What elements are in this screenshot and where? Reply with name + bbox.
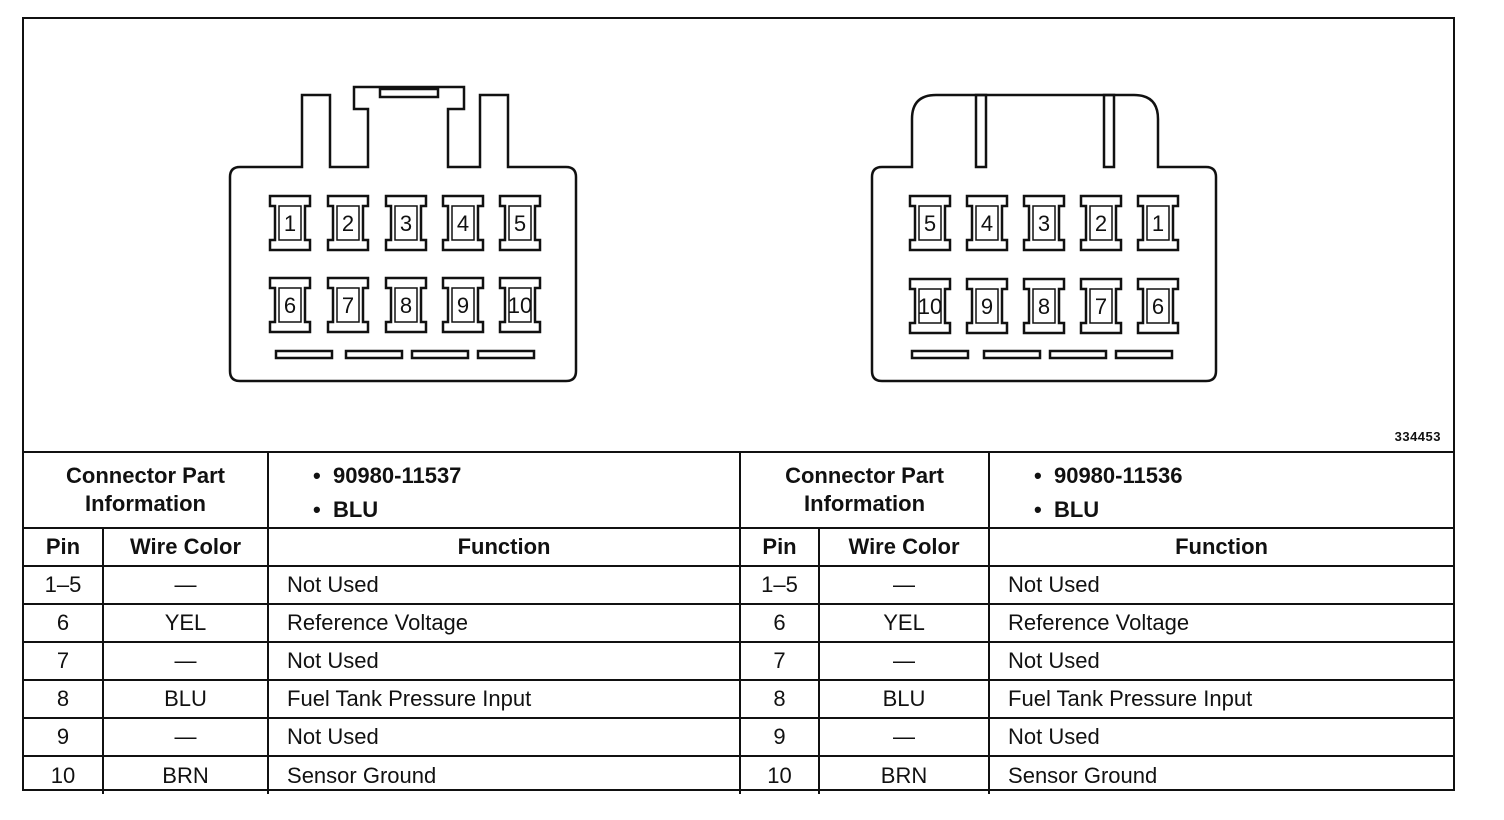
- pin-cavity: 8: [1022, 277, 1066, 335]
- pin-number: 6: [284, 293, 296, 318]
- connector-color: BLU: [332, 497, 379, 522]
- connector-info-values-left: • 90980-11537 • BLU: [267, 453, 742, 529]
- pin-cavity: 6: [268, 276, 312, 334]
- table-row: 1–5 — Not Used 1–5 — Not Used: [24, 565, 1454, 605]
- pin-cavity: 5: [498, 194, 542, 252]
- pin-number: 6: [1152, 294, 1164, 319]
- function-header: Function: [267, 527, 742, 567]
- diagram-frame: 1 2 3 4 5 6 7 8 9 10 5 4 3 2 1 10 9 8 7 6 334453: [22, 17, 1455, 794]
- pin-header: Pin: [24, 527, 104, 567]
- figure-id: 334453: [1394, 429, 1441, 444]
- pin-number: 5: [924, 211, 936, 236]
- pin-number: 1: [1152, 211, 1164, 236]
- connector-drawing: 1 2 3 4 5 6 7 8 9 10 5 4 3 2 1 10 9 8 7 6: [228, 85, 1218, 383]
- pin-cavity: 3: [1022, 194, 1066, 252]
- pin-cavity: 4: [441, 194, 485, 252]
- pin-number: 9: [981, 294, 993, 319]
- connector-right: [870, 93, 1218, 383]
- right-connector-pins: 5 4 3 2 1 10 9 8 7 6: [908, 194, 1180, 335]
- pin-cavity: 5: [908, 194, 952, 252]
- pin-cavity: 8: [384, 276, 428, 334]
- connector-info-row: Connector Part Information • 90980-11537…: [24, 453, 1454, 529]
- pin-number: 10: [508, 293, 532, 318]
- pin-cavity: 10: [908, 277, 952, 335]
- pin-number: 5: [514, 211, 526, 236]
- pin-cavity: 1: [1136, 194, 1180, 252]
- wire-color-header: Wire Color: [818, 527, 991, 567]
- pin-number: 1: [284, 211, 296, 236]
- pin-number: 4: [981, 211, 993, 236]
- pin-number: 10: [918, 294, 942, 319]
- pin-cavity: 9: [441, 276, 485, 334]
- pin-number: 7: [1095, 294, 1107, 319]
- pin-cavity: 7: [326, 276, 370, 334]
- pin-cavity: 2: [1079, 194, 1123, 252]
- pin-cavity: 7: [1079, 277, 1123, 335]
- connector-diagram: 1 2 3 4 5 6 7 8 9 10 5 4 3 2 1 10 9 8 7 6 334453: [24, 19, 1453, 449]
- pin-cavity: 9: [965, 277, 1009, 335]
- left-connector-pins: 1 2 3 4 5 6 7 8 9 10: [268, 194, 542, 334]
- connector-info-values-right: • 90980-11536 • BLU: [988, 453, 1454, 529]
- table-row: 10 BRN Sensor Ground 10 BRN Sensor Groun…: [24, 755, 1454, 794]
- pin-cavity: 3: [384, 194, 428, 252]
- table-row: 9 — Not Used 9 — Not Used: [24, 717, 1454, 757]
- pin-number: 7: [342, 293, 354, 318]
- pinout-table: Connector Part Information • 90980-11537…: [24, 453, 1454, 794]
- function-header: Function: [988, 527, 1454, 567]
- pin-number: 9: [457, 293, 469, 318]
- wire-color-header: Wire Color: [101, 527, 270, 567]
- pin-header: Pin: [739, 527, 821, 567]
- table-row: 8 BLU Fuel Tank Pressure Input 8 BLU Fue…: [24, 679, 1454, 719]
- pin-number: 3: [400, 211, 412, 236]
- pin-number: 4: [457, 211, 469, 236]
- pin-cavity: 1: [268, 194, 312, 252]
- connector-info-label-right: Connector Part Information: [739, 453, 991, 529]
- pin-cavity: 10: [498, 276, 542, 334]
- pin-cavity: 2: [326, 194, 370, 252]
- part-number: 90980-11536: [1053, 463, 1183, 488]
- connector-left: [228, 85, 578, 383]
- connector-color: BLU: [1053, 497, 1100, 522]
- part-number: 90980-11537: [332, 463, 462, 488]
- pin-number: 8: [400, 293, 412, 318]
- pin-number: 3: [1038, 211, 1050, 236]
- table-row: 6 YEL Reference Voltage 6 YEL Reference …: [24, 603, 1454, 643]
- pin-cavity: 6: [1136, 277, 1180, 335]
- connector-info-label-left: Connector Part Information: [24, 453, 270, 529]
- pinout-tables: Connector Part Information • 90980-11537…: [24, 451, 1454, 794]
- pin-cavity: 4: [965, 194, 1009, 252]
- header-row: Pin Wire Color Function Pin Wire Color F…: [24, 527, 1454, 567]
- table-row: 7 — Not Used 7 — Not Used: [24, 641, 1454, 681]
- pin-number: 8: [1038, 294, 1050, 319]
- pin-number: 2: [342, 211, 354, 236]
- pin-number: 2: [1095, 211, 1107, 236]
